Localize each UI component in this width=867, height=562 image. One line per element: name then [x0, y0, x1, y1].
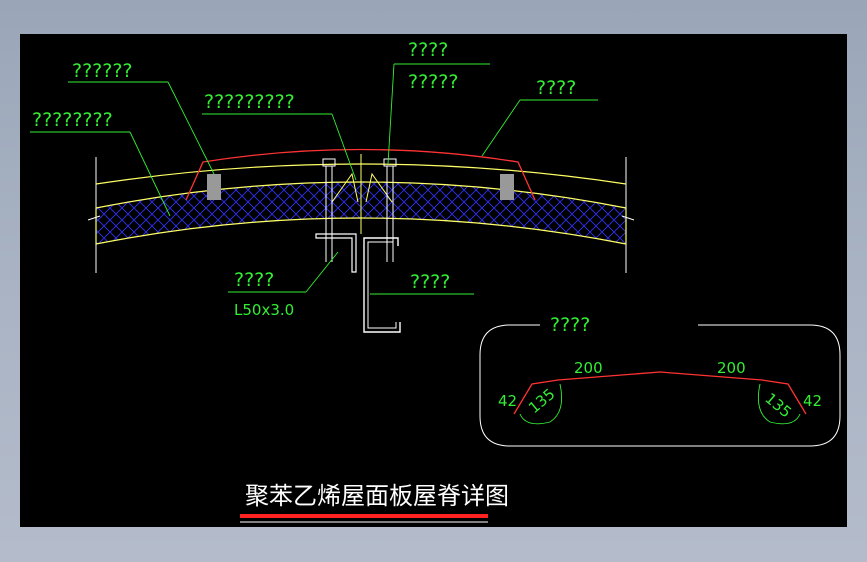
ridge-cap-profile	[513, 371, 807, 415]
title-underline-red	[240, 514, 488, 518]
label-top-left-1: ??????	[72, 60, 133, 82]
dim-right-angle: 135	[761, 389, 795, 421]
label-angle-name: ????	[234, 269, 274, 291]
cad-viewport: ???? ????? ???? ?????? ????????? ???????…	[20, 34, 847, 527]
dim-right-flange: 42	[803, 392, 822, 410]
label-left: ????????	[32, 109, 113, 131]
label-upper-a: ????	[408, 39, 448, 61]
leader-lines	[30, 63, 598, 295]
filler-block-left	[207, 174, 221, 200]
c-purlin	[363, 237, 401, 333]
bolt-left	[322, 158, 336, 262]
c-purlin-inner	[367, 241, 397, 329]
label-upper-b: ?????	[408, 71, 458, 93]
steel-angle	[315, 233, 357, 273]
label-purlin: ????	[410, 271, 450, 293]
ridge-flashing	[331, 154, 393, 234]
dim-left-angle: 135	[525, 385, 559, 417]
drawing-title: 聚苯乙烯屋面板屋脊详图	[245, 482, 509, 510]
label-top-left-2: ?????????	[204, 91, 295, 113]
dim-left-flange: 42	[498, 392, 517, 410]
label-angle-size: L50x3.0	[234, 301, 294, 319]
detail-box: ???? 42 200 200 42 135 135	[479, 314, 841, 447]
detail-title: ????	[550, 314, 590, 336]
label-top-right: ????	[536, 77, 576, 99]
angle-arcs	[519, 383, 801, 425]
dim-left-slope: 200	[574, 359, 603, 377]
break-marks	[87, 215, 635, 221]
filler-block-right	[500, 174, 514, 200]
dim-right-slope: 200	[717, 359, 746, 377]
ridge-detail-drawing: ???? ????? ???? ?????? ????????? ???????…	[30, 39, 841, 523]
ridge-cap	[185, 148, 536, 201]
